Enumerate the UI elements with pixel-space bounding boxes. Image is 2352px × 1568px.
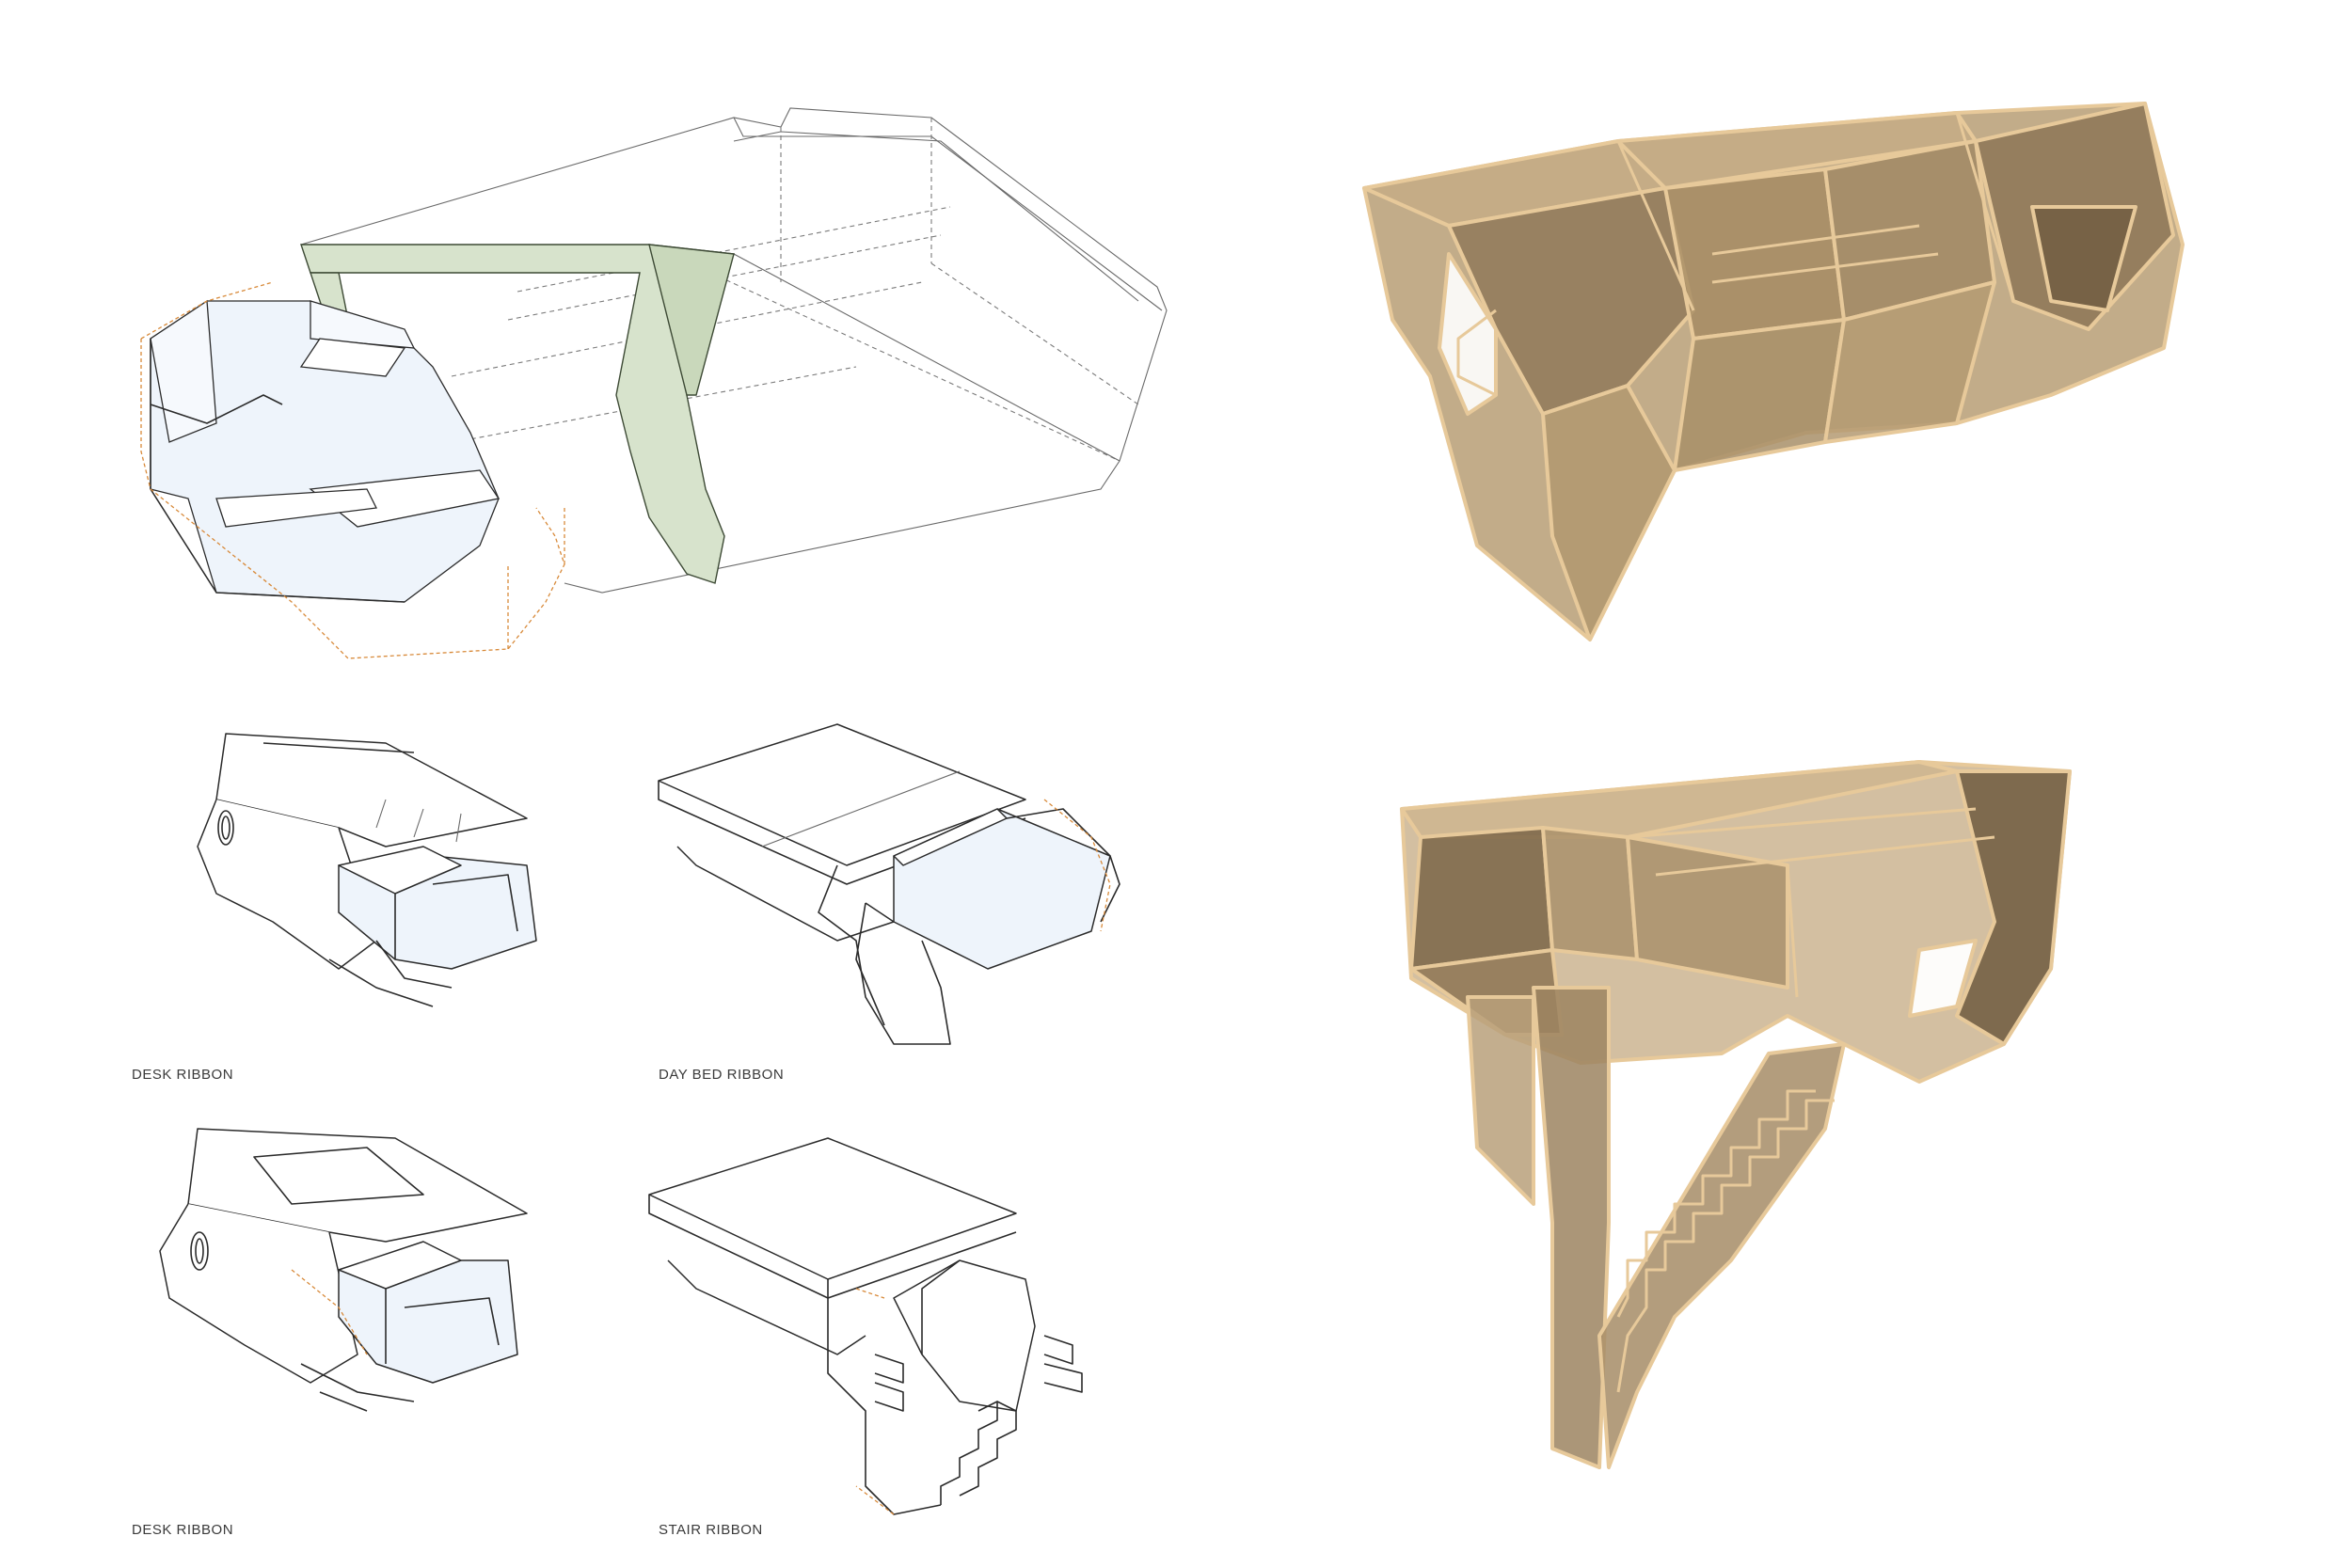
desk-ribbon-2-drawing	[159, 1128, 528, 1412]
stair-ribbon-drawing	[648, 1137, 1083, 1515]
main-wireframe-axonometric	[140, 107, 1168, 659]
orange-outline	[140, 281, 565, 659]
caption-day-bed-ribbon: DAY BED RIBBON	[659, 1067, 785, 1083]
translucent-model-top	[1362, 102, 2185, 641]
caption-desk-ribbon-1: DESK RIBBON	[132, 1067, 234, 1083]
day-bed-ribbon-drawing	[658, 723, 1120, 1045]
translucent-model-bottom	[1400, 760, 2072, 1469]
green-ribbon	[300, 244, 735, 584]
interior-volume	[150, 299, 501, 603]
caption-stair-ribbon: STAIR RIBBON	[659, 1522, 763, 1538]
stair-steps	[940, 1401, 1017, 1505]
stair-treads	[1616, 1089, 1835, 1393]
desk-ribbon-1-drawing	[197, 733, 537, 1007]
caption-desk-ribbon-2: DESK RIBBON	[132, 1522, 234, 1538]
